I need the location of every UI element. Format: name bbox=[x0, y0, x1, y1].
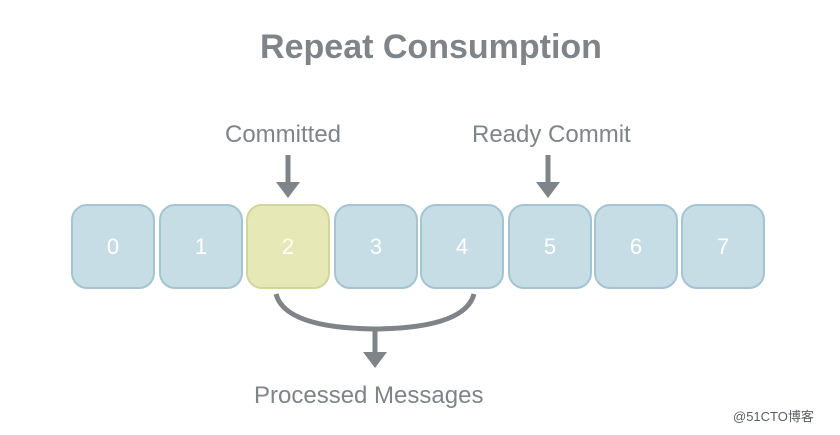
ready-commit-arrow bbox=[536, 155, 560, 198]
processed-messages-label: Processed Messages bbox=[254, 382, 484, 409]
offset-cells: 0 1 2 3 4 5 6 7 bbox=[71, 204, 771, 290]
offset-cell-3: 3 bbox=[334, 204, 418, 289]
offset-cell-5: 5 bbox=[508, 204, 592, 289]
processed-messages-brace bbox=[273, 293, 477, 368]
offset-cell-0: 0 bbox=[71, 204, 155, 289]
offset-cell-2: 2 bbox=[246, 204, 330, 289]
offset-cell-1: 1 bbox=[159, 204, 243, 289]
committed-arrow bbox=[276, 155, 300, 198]
diagram-title: Repeat Consumption bbox=[260, 28, 602, 66]
offset-cell-4: 4 bbox=[420, 204, 504, 289]
ready-commit-label: Ready Commit bbox=[472, 121, 631, 148]
offset-cell-6: 6 bbox=[594, 204, 678, 289]
committed-label: Committed bbox=[225, 121, 342, 148]
offset-cell-7: 7 bbox=[681, 204, 765, 289]
watermark: @51CTO博客 bbox=[733, 409, 814, 424]
